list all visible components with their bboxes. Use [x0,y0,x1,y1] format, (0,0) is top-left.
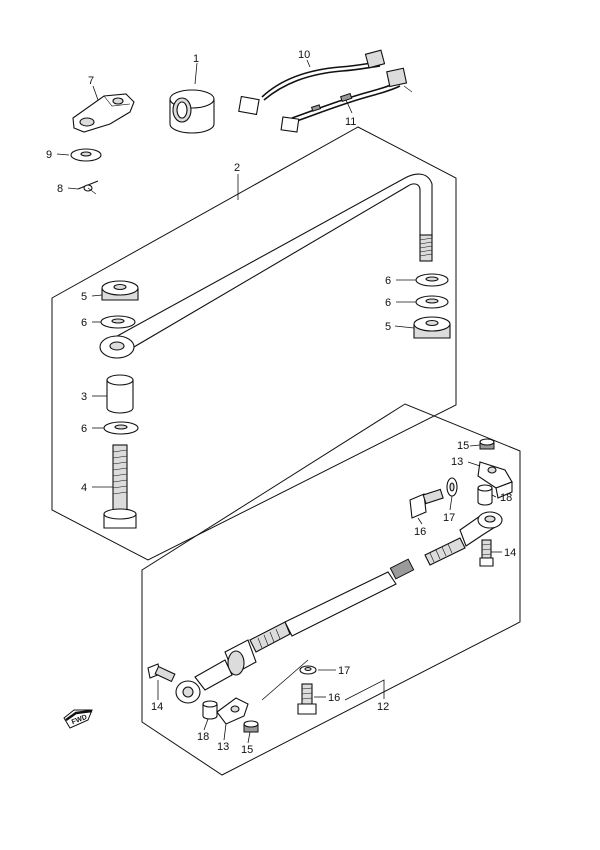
callout-15-right: 15 [457,440,469,452]
washer-part-6-left-lower[interactable] [103,421,139,435]
callout-5-left: 5 [81,291,87,303]
callout-10: 10 [298,49,310,61]
fwd-arrow-icon: FWD [63,709,93,729]
nut-part-15-right[interactable] [479,438,495,450]
callout-13-left: 13 [217,741,229,753]
washer-part-6-right-lower[interactable] [415,295,449,309]
cotter-pin-part-8[interactable] [77,180,99,195]
nut-part-5-right[interactable] [413,316,451,339]
callout-labels: 1 7 9 8 10 11 2 5 6 6 6 5 3 6 4 15 13 18… [46,49,516,756]
nut-part-5-left[interactable] [101,280,139,301]
nut-part-15-left[interactable] [243,720,259,733]
washer-part-9[interactable] [70,148,102,162]
callout-5-right: 5 [385,321,391,333]
callout-12: 12 [377,701,389,713]
lower-assembly-frame [141,403,521,776]
bolt-part-14-right[interactable] [479,539,494,567]
wire-harness-part-10[interactable] [238,49,386,116]
washer-part-6-left-upper[interactable] [100,315,136,329]
washer-part-17-right[interactable] [446,477,458,497]
bolt-part-16-right[interactable] [409,488,444,519]
bracket-part-13-right[interactable] [477,461,513,499]
bolt-part-14-left[interactable] [147,663,176,683]
callout-17-lower: 17 [338,665,350,677]
callout-3: 3 [81,391,87,403]
callout-9: 9 [46,149,52,161]
spacer-part-18-right[interactable] [477,484,493,506]
grommet-part-1[interactable] [169,89,215,134]
callout-6-right-upper: 6 [385,275,391,287]
callout-16-right: 16 [414,526,426,538]
callout-14-left: 14 [151,701,163,713]
callout-4: 4 [81,482,87,494]
bolt-part-4[interactable] [103,444,137,529]
callout-18-left: 18 [197,731,209,743]
washer-part-6-right-upper[interactable] [415,273,449,287]
callout-6-left-upper: 6 [81,317,87,329]
bracket-part-13-left[interactable] [216,697,249,725]
tie-rod-part-12[interactable] [175,511,503,704]
callout-16-lower: 16 [328,692,340,704]
bushing-part-3[interactable] [106,374,134,414]
callout-17-right: 17 [443,512,455,524]
callout-2: 2 [234,162,240,174]
callout-11: 11 [345,116,356,128]
callout-1: 1 [193,53,199,65]
callout-6-left-lower: 6 [81,423,87,435]
callout-8: 8 [57,183,63,195]
bolt-part-16-lower[interactable] [297,683,317,715]
callout-7: 7 [88,75,94,87]
rod-part-2[interactable] [99,173,433,359]
callout-13-right: 13 [451,456,463,468]
upper-assembly-frame [51,126,457,561]
spacer-part-18-left[interactable] [202,700,218,720]
wire-harness-part-11[interactable] [280,67,413,133]
washer-part-17-lower[interactable] [299,665,317,675]
callout-18-right: 18 [500,492,512,504]
bracket-part-7[interactable] [72,93,135,133]
callout-6-right-lower: 6 [385,297,391,309]
leader-lines [56,59,502,744]
callout-15-left: 15 [241,744,253,756]
callout-14-right: 14 [504,547,516,559]
